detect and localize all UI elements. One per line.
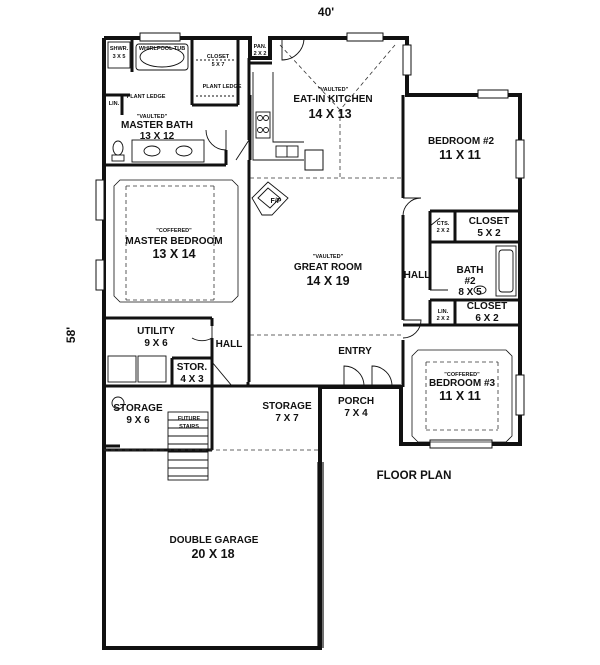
closet-b2-size: 5 X 2: [477, 228, 501, 239]
closet-b3-size: 6 X 2: [475, 313, 499, 324]
closet-mb-size: 5 X 7: [212, 62, 225, 68]
cts-label: CTS.: [437, 221, 450, 227]
hall-west-label: HALL: [216, 339, 243, 350]
great-room-tag: "VAULTED": [313, 254, 344, 260]
pantry-size: 2 X 2: [254, 51, 267, 57]
porch-size: 7 X 4: [344, 408, 368, 419]
bedroom3-tag: "COFFERED": [444, 372, 480, 378]
kitchen-name: EAT-IN KITCHEN: [293, 94, 372, 105]
storage-west-size: 9 X 6: [126, 415, 150, 426]
cts-size: 2 X 2: [437, 228, 450, 234]
garage-east-wall: [317, 462, 324, 648]
kitchen-size: 14 X 13: [308, 107, 351, 121]
plant-ledge-1-label: PLANT LEDGE: [127, 94, 166, 100]
hall-east-label: HALL: [404, 270, 431, 281]
closet-b2-label: CLOSET: [469, 216, 510, 227]
vaulted-ceiling-lines: [104, 44, 499, 451]
closet-mb-label: CLOSET: [207, 54, 230, 60]
great-room-name: GREAT ROOM: [294, 262, 362, 273]
lin-mb-label: LIN.: [109, 101, 120, 107]
bath2-number: #2: [464, 276, 476, 287]
master-bath-tag: "VAULTED": [137, 114, 168, 120]
garage-size: 20 X 18: [191, 547, 234, 561]
bath2-size: 8 X 5: [458, 287, 482, 298]
depth-dimension-label: 58': [64, 327, 78, 343]
master-bedroom-tag: "COFFERED": [156, 228, 192, 234]
room-labels: SHWR. 3 X 5 WHIRLPOOL TUB CLOSET 5 X 7 P…: [109, 44, 509, 561]
shwr-size: 3 X 5: [113, 54, 126, 60]
garage-name: DOUBLE GARAGE: [170, 535, 259, 546]
bedroom2-size: 11 X 11: [439, 148, 481, 162]
bedroom3-size: 11 X 11: [439, 389, 481, 403]
windows: [95, 32, 525, 449]
floor-plan-caption: FLOOR PLAN: [377, 470, 452, 482]
coffered-ceiling-outlines: [113, 179, 513, 443]
door-swings: [191, 37, 448, 387]
bath2-name: BATH: [456, 265, 483, 276]
future-stairs-label-2: STAIRS: [179, 424, 199, 430]
stor-name: STOR.: [177, 362, 208, 373]
master-bath-size: 13 X 12: [140, 131, 175, 142]
entry-label: ENTRY: [338, 346, 372, 357]
master-bath-name: MASTER BATH: [121, 120, 193, 131]
future-stairs-label-1: FUTURE: [178, 416, 201, 422]
width-dimension-label: 40': [318, 5, 334, 19]
master-bedroom-name: MASTER BEDROOM: [125, 236, 222, 247]
utility-name: UTILITY: [137, 326, 175, 337]
storage-east-size: 7 X 7: [275, 413, 299, 424]
pantry-label: PAN.: [254, 44, 267, 50]
utility-size: 9 X 6: [144, 338, 168, 349]
kitchen-tag: "VAULTED": [318, 87, 349, 93]
closet-b3-label: CLOSET: [467, 301, 508, 312]
plant-ledge-2-label: PLANT LEDGE: [203, 84, 242, 90]
bedroom3-name: BEDROOM #3: [429, 378, 496, 389]
great-room-size: 14 X 19: [306, 274, 349, 288]
stor-size: 4 X 3: [180, 374, 204, 385]
master-bedroom-size: 13 X 14: [152, 247, 195, 261]
tub-label: WHIRLPOOL TUB: [139, 46, 185, 52]
shwr-label: SHWR.: [110, 46, 129, 52]
lin-b-size: 2 X 2: [437, 316, 450, 322]
storage-west-name: STORAGE: [113, 403, 163, 414]
bedroom2-name: BEDROOM #2: [428, 136, 495, 147]
storage-east-name: STORAGE: [262, 401, 312, 412]
fireplace-label: F/P: [271, 198, 282, 205]
fixtures: [107, 41, 517, 481]
lin-b-label: LIN.: [438, 309, 449, 315]
porch-name: PORCH: [338, 396, 374, 407]
exterior-walls: [102, 36, 522, 650]
